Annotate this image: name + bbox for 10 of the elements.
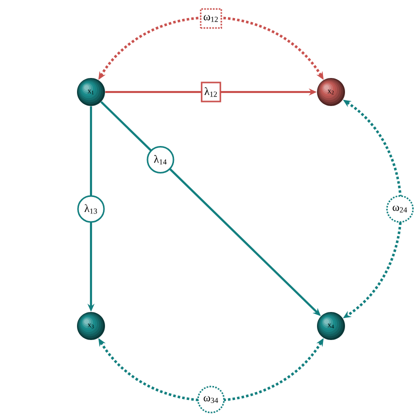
edge-label: ω$_{12}$	[200, 8, 222, 29]
edge-label: λ$_{13}$	[77, 195, 105, 223]
edge-label: ω$_{34}$	[197, 386, 225, 414]
sphere-node	[317, 312, 345, 340]
edge-label: λ$_{12}$	[200, 82, 222, 102]
sphere-node	[77, 312, 105, 340]
sphere-node	[77, 78, 105, 106]
edge-label: ω$_{24}$	[386, 195, 414, 223]
edge-label: λ$_{14}$	[146, 146, 174, 174]
sphere-node	[317, 78, 345, 106]
